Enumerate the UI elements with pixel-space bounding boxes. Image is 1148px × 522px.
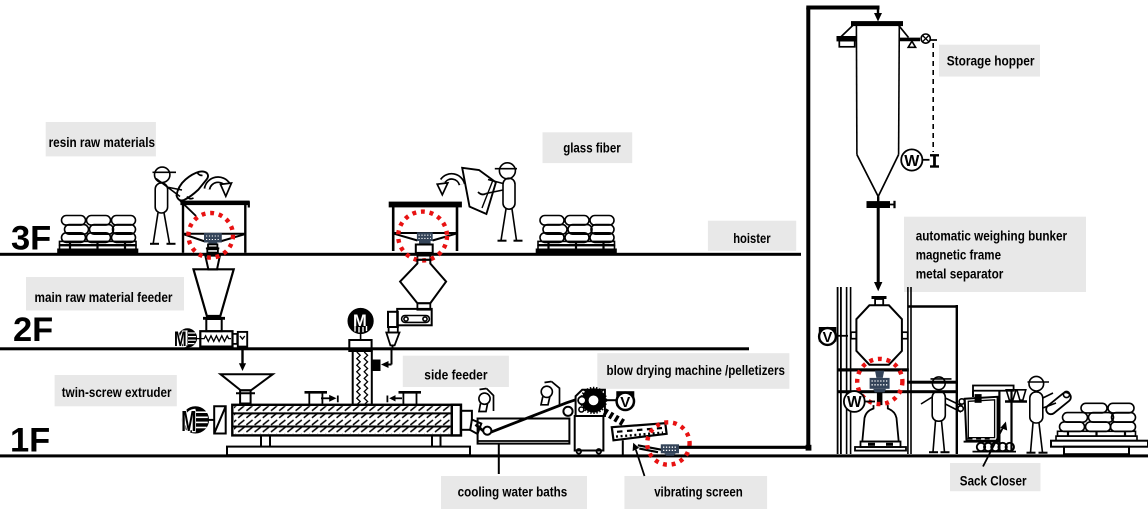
svg-text:resin raw materials: resin raw materials xyxy=(49,134,156,150)
svg-text:M: M xyxy=(353,312,367,330)
svg-text:3F: 3F xyxy=(11,220,51,258)
svg-text:cooling water baths: cooling water baths xyxy=(458,484,568,500)
svg-text:1F: 1F xyxy=(10,422,50,460)
svg-text:metal separator: metal separator xyxy=(916,266,1004,282)
svg-text:blow drying machine /pelletize: blow drying machine /pelletizers xyxy=(607,362,786,378)
svg-text:W: W xyxy=(904,153,920,170)
svg-text:Sack Closer: Sack Closer xyxy=(960,473,1027,489)
svg-text:automatic weighing bunker: automatic weighing bunker xyxy=(916,228,1068,244)
svg-text:Storage hopper: Storage hopper xyxy=(947,53,1035,69)
svg-text:2F: 2F xyxy=(13,311,53,349)
svg-text:main raw material feeder: main raw material feeder xyxy=(35,289,173,305)
svg-text:side feeder: side feeder xyxy=(424,367,488,383)
svg-text:V: V xyxy=(620,394,630,411)
svg-text:M: M xyxy=(174,326,187,350)
svg-text:V: V xyxy=(823,330,833,346)
svg-text:hoister: hoister xyxy=(733,230,771,246)
svg-text:W: W xyxy=(847,394,862,411)
svg-text:vibrating screen: vibrating screen xyxy=(654,484,743,500)
svg-text:magnetic frame: magnetic frame xyxy=(916,247,1001,263)
svg-text:M: M xyxy=(181,406,196,438)
svg-text:twin-screw extruder: twin-screw extruder xyxy=(62,384,172,400)
svg-text:glass fiber: glass fiber xyxy=(563,140,621,156)
